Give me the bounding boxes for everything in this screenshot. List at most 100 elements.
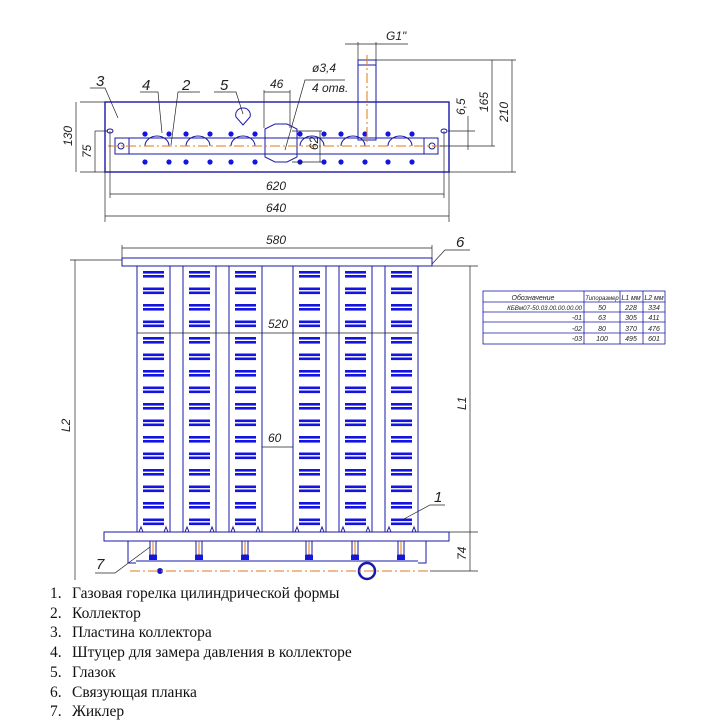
burner-slot (345, 502, 366, 505)
legend-item: 2.Коллектор (50, 604, 141, 622)
axis-lines (108, 55, 446, 147)
callout-1: 1 (434, 489, 442, 506)
table-cell: 80 (598, 326, 606, 333)
top-dimensions (75, 42, 516, 222)
burner-slot (143, 436, 164, 439)
dim-holes-count: 4 отв. (312, 81, 348, 95)
burner-slot (143, 407, 164, 410)
callout-6: 6 (456, 234, 465, 251)
mount-hole (338, 159, 344, 165)
burner-slot (299, 485, 320, 489)
burner-slot (143, 304, 164, 307)
mount-hole (252, 159, 258, 165)
dim-hole: ø3,4 (312, 61, 336, 75)
burner-slot (143, 469, 164, 472)
burner-slot (299, 518, 320, 522)
burner-slot (345, 436, 366, 439)
dim-60: 60 (268, 431, 282, 445)
burner-slot (299, 304, 320, 307)
burner-slot (189, 357, 210, 361)
table-cell: 411 (648, 315, 659, 322)
burner-slot (391, 320, 412, 324)
burner-slot (143, 452, 164, 456)
burner-slot (189, 275, 210, 278)
hex-fitting (264, 123, 298, 163)
table-cell: 334 (648, 305, 660, 312)
brackets (127, 541, 427, 564)
parts-legend: 1.Газовая горелка цилиндрической формы 2… (50, 584, 352, 722)
top-view (104, 59, 450, 173)
burner-slot (299, 489, 320, 493)
burner-slot (235, 370, 256, 373)
burner-slot (345, 506, 366, 509)
mount-hole (142, 131, 148, 137)
dim-62: 62 (307, 136, 321, 150)
burner-slot (143, 353, 164, 357)
burner-slot (299, 419, 320, 423)
legend-item: 7.Жиклер (50, 703, 125, 721)
mount-hole (362, 159, 368, 165)
burner-slot (189, 324, 210, 328)
burner-slot (143, 419, 164, 423)
burner-slot (345, 407, 366, 410)
table-cell: 370 (625, 326, 637, 333)
burner-slot (189, 390, 210, 394)
dim-640: 640 (266, 201, 286, 215)
burner-slot (391, 419, 412, 423)
burner-slot (391, 353, 412, 357)
burner-slot (235, 287, 256, 291)
burner-slot (189, 485, 210, 489)
dim-620: 620 (266, 179, 286, 193)
burner-slot (299, 506, 320, 509)
burner-slot (299, 473, 320, 476)
burner-slot (189, 440, 210, 443)
burner-slot (189, 518, 210, 522)
burner-slot (299, 337, 320, 340)
burner-slot (235, 522, 256, 526)
burner-slot (345, 473, 366, 476)
collector-plate-front (103, 531, 450, 542)
burner-slot (391, 324, 412, 328)
burner-slot (391, 456, 412, 460)
burner-slot (391, 440, 412, 443)
burner-slot (235, 452, 256, 456)
burner-slot (189, 506, 210, 509)
burner-slot (189, 291, 210, 295)
burner-outline (230, 135, 256, 147)
mount-hole (166, 159, 172, 165)
jet-nut (195, 555, 203, 560)
burner-slot (299, 522, 320, 526)
column-mount (386, 525, 417, 533)
burner-slot (299, 502, 320, 505)
burner-slot (391, 271, 412, 274)
burner-slot (235, 357, 256, 361)
burner-slot (143, 308, 164, 311)
mount-hole (409, 159, 415, 165)
burner-slot (189, 341, 210, 344)
burner-slot (235, 386, 256, 390)
dim-L2: L2 (59, 418, 73, 432)
burner-slot (235, 419, 256, 423)
legend-item: 6.Связующая планка (50, 683, 197, 701)
burner-slot (345, 522, 366, 526)
mount-hole (252, 131, 258, 137)
burner-slot (143, 518, 164, 522)
mount-hole (228, 159, 234, 165)
table-cell: 476 (648, 326, 660, 333)
burner-slot (189, 436, 210, 439)
mount-hole (385, 159, 391, 165)
burner-slot (143, 386, 164, 390)
burner-slot (299, 469, 320, 472)
burner-slot (391, 452, 412, 456)
burner-slot (345, 287, 366, 291)
dim-210: 210 (497, 102, 511, 123)
burner-slot (391, 403, 412, 406)
dim-L1: L1 (455, 397, 469, 410)
table-header: Типоразмер (585, 296, 619, 302)
burner-slot (235, 407, 256, 410)
legend-item: 3.Пластина коллектора (50, 624, 212, 642)
burner-slot (299, 386, 320, 390)
burner-slot (345, 423, 366, 427)
dim-74: 74 (455, 546, 469, 560)
burner-outline (299, 135, 325, 147)
